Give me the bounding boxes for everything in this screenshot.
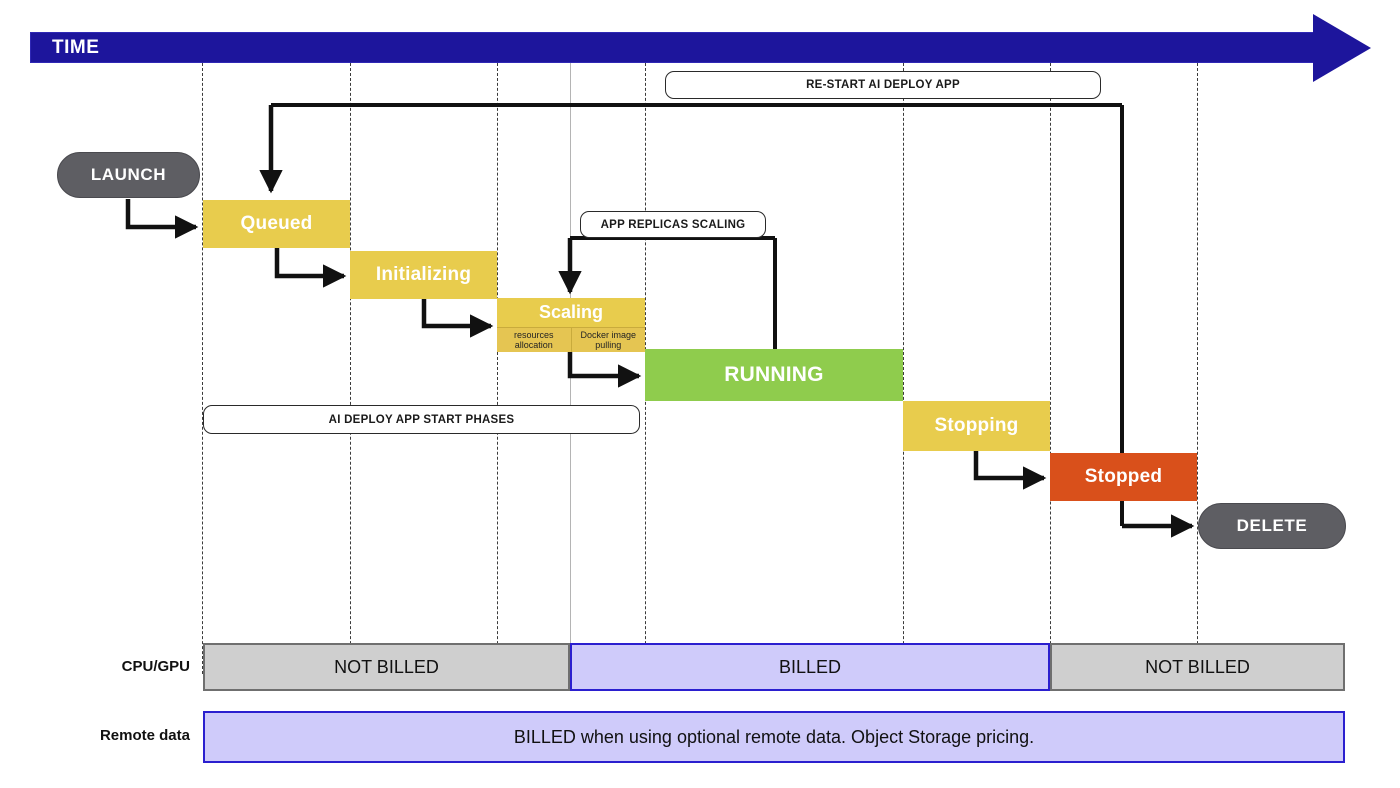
cpu-not-billed-left-label: NOT BILLED <box>334 656 439 677</box>
gridline-t0 <box>202 63 203 674</box>
state-initializing[interactable]: Initializing <box>350 251 497 299</box>
gridline-t1 <box>350 63 351 674</box>
state-stopped[interactable]: Stopped <box>1050 453 1197 501</box>
replicas-callout: APP REPLICAS SCALING <box>580 211 766 238</box>
state-queued[interactable]: Queued <box>203 200 350 248</box>
restart-callout: RE-START AI DEPLOY APP <box>665 71 1101 99</box>
remote-billed: BILLED when using optional remote data. … <box>203 711 1345 763</box>
start-phases-callout: AI DEPLOY APP START PHASES <box>203 405 640 434</box>
substep-resources-allocation: resources allocation <box>497 327 571 352</box>
remote-billed-label: BILLED when using optional remote data. … <box>513 726 1035 747</box>
launch-terminal[interactable]: LAUNCH <box>57 152 200 198</box>
cpu-not-billed-left: NOT BILLED <box>203 643 570 691</box>
delete-label: DELETE <box>1236 516 1308 535</box>
time-axis-bar <box>30 32 1318 63</box>
state-initializing-label: Initializing <box>375 264 472 285</box>
remote-data-row-label: Remote data <box>99 727 190 744</box>
cpu-not-billed-right-label: NOT BILLED <box>1145 656 1250 677</box>
state-scaling[interactable]: Scaling resources allocation Docker imag… <box>497 298 645 352</box>
gridline-t6 <box>1050 63 1051 674</box>
gridline-t7 <box>1197 63 1198 674</box>
state-stopped-label: Stopped <box>1084 466 1163 487</box>
start-phases-callout-label: AI DEPLOY APP START PHASES <box>328 413 515 426</box>
cpu-gpu-row-label: CPU/GPU <box>121 658 190 675</box>
state-running[interactable]: RUNNING <box>645 349 903 401</box>
cpu-not-billed-right: NOT BILLED <box>1050 643 1345 691</box>
replicas-callout-label: APP REPLICAS SCALING <box>600 218 746 231</box>
launch-label: LAUNCH <box>90 165 167 184</box>
substep-docker-image-pulling: Docker image pulling <box>570 327 645 352</box>
state-running-label: RUNNING <box>724 363 824 386</box>
cpu-billed-label: BILLED <box>778 656 842 677</box>
state-stopping[interactable]: Stopping <box>903 401 1050 451</box>
restart-callout-label: RE-START AI DEPLOY APP <box>806 79 960 91</box>
delete-terminal[interactable]: DELETE <box>1198 503 1346 549</box>
cpu-billed: BILLED <box>570 643 1050 691</box>
gridline-t2 <box>497 63 498 674</box>
state-stopping-label: Stopping <box>934 415 1019 436</box>
state-queued-label: Queued <box>240 213 313 234</box>
time-arrow-right-icon <box>1313 14 1371 82</box>
gridline-t5 <box>903 63 904 674</box>
state-scaling-label: Scaling <box>497 298 645 327</box>
state-scaling-substeps: resources allocation Docker image pullin… <box>497 327 645 352</box>
time-axis-label: TIME <box>52 37 100 58</box>
